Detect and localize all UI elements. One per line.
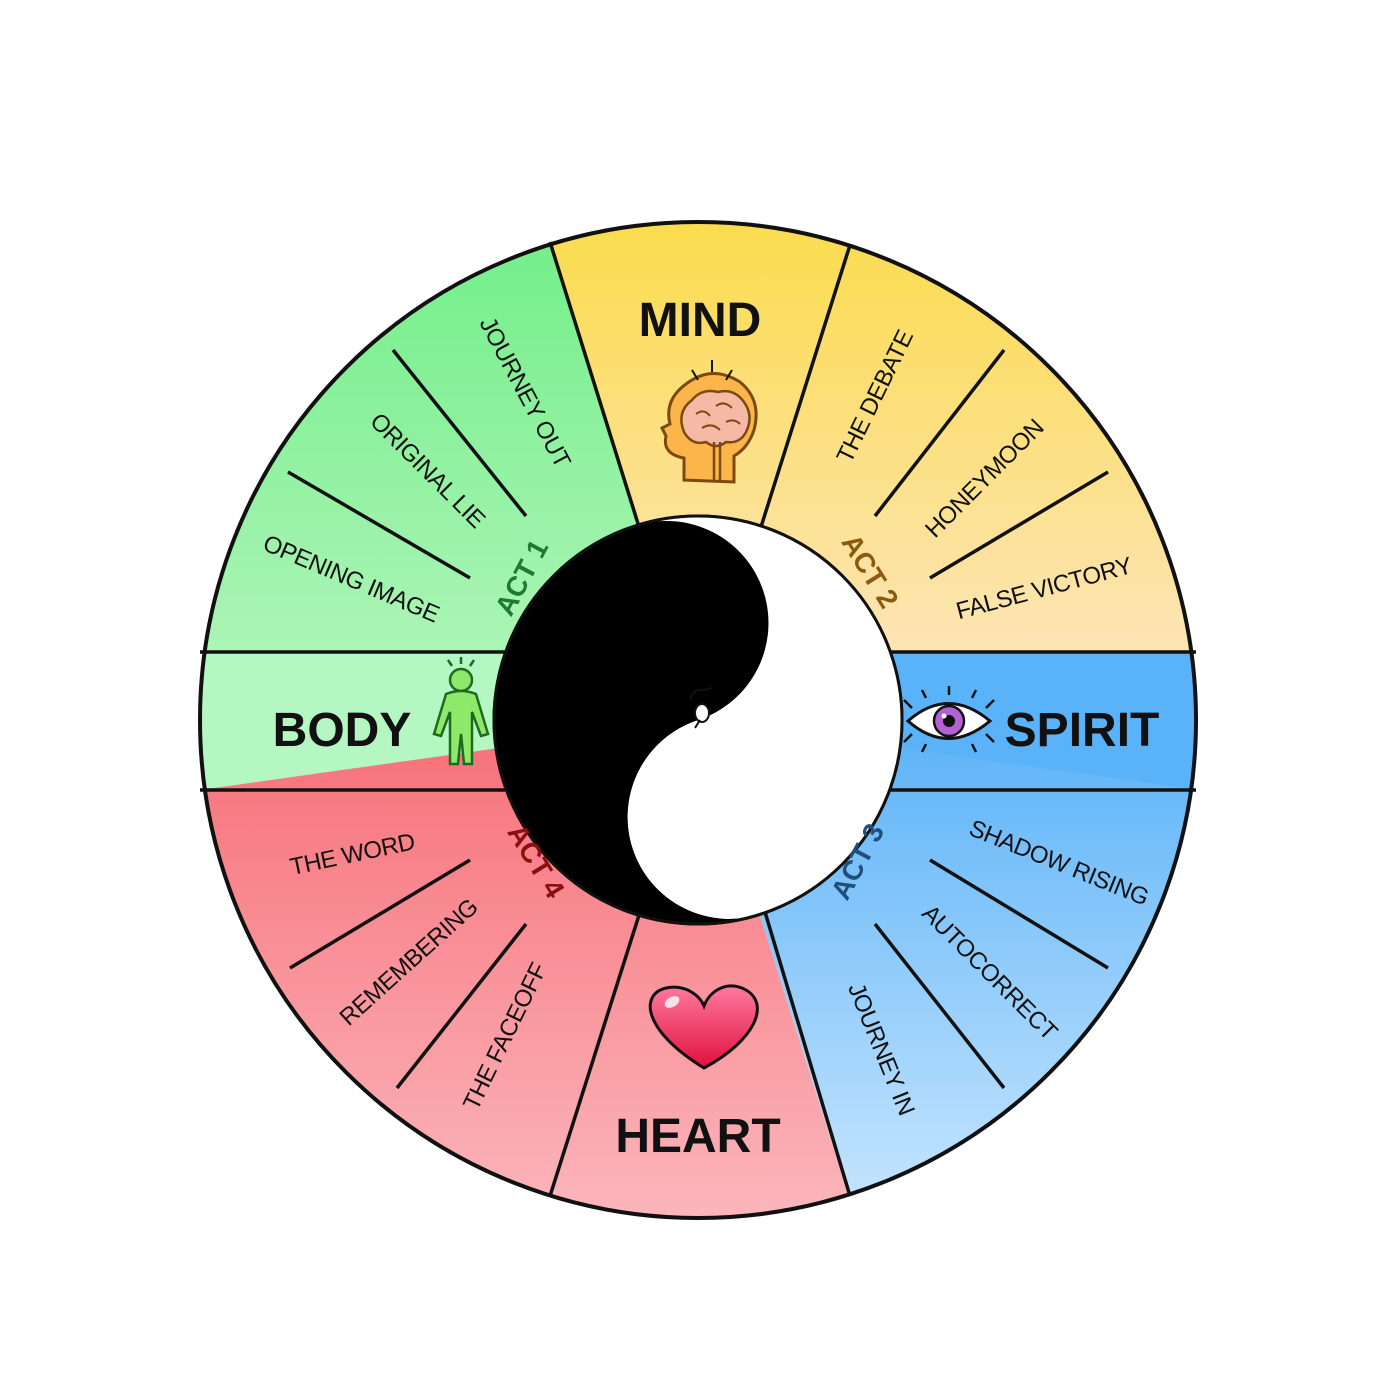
quadrant-mind-label: MIND — [639, 294, 762, 347]
quadrant-body-label: BODY — [273, 704, 412, 757]
heart-icon — [648, 984, 759, 1070]
wheel-outline — [198, 220, 1198, 1220]
beat-dividers — [287, 348, 1109, 1090]
quadrant-heart-label: HEART — [615, 1110, 780, 1163]
eye-icon — [903, 686, 995, 753]
quadrant-spirit-label: SPIRIT — [1005, 704, 1160, 757]
body-figure-icon — [432, 657, 490, 766]
yin-yang-icon — [492, 514, 904, 926]
brain-head-icon — [659, 360, 758, 484]
center-figure-icon — [689, 687, 713, 729]
